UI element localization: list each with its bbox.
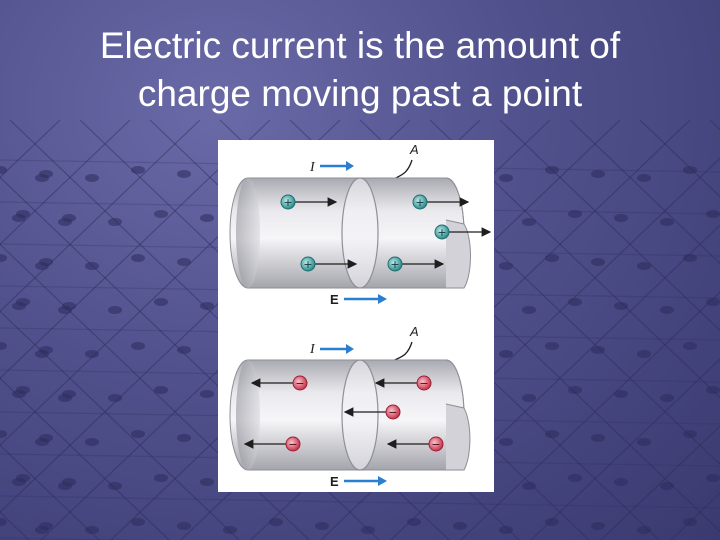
top-current-symbol: I [309,160,316,175]
bottom-panel: I A − [229,324,471,489]
svg-text:−: − [295,377,304,390]
bottom-area-label: A [409,324,419,339]
bottom-cross-section [341,359,379,471]
top-panel: I A + [229,142,492,307]
svg-text:−: − [431,438,440,451]
svg-text:−: − [419,377,428,390]
svg-text:+: + [415,196,424,209]
top-charge-4: + [300,256,358,272]
svg-text:−: − [388,406,397,419]
slide-title: Electric current is the amount of charge… [0,22,720,118]
bottom-wire-left-end [236,360,260,470]
bottom-charges: − − − − [243,375,444,452]
bottom-field-label: E [330,474,387,489]
title-line-1: Electric current is the amount of [99,25,621,66]
svg-text:+: + [437,226,446,239]
current-diagram: I A + [218,140,494,492]
svg-text:+: + [390,258,399,271]
bottom-current-label: I [309,342,354,357]
top-area-label: A [409,142,419,157]
bottom-charge-1: − [250,375,308,391]
top-wire-left-end [236,178,260,288]
bottom-charge-5: − [386,436,444,452]
bottom-current-symbol: I [309,342,316,357]
top-wire-right-end [445,219,472,289]
title-line-2: charge moving past a point [137,73,583,114]
top-cross-section [341,177,379,289]
top-field-arrowhead-icon [378,294,387,304]
top-charge-3: + [434,224,492,240]
bottom-charge-2: − [374,375,432,391]
top-wire [229,177,472,289]
bottom-field-arrowhead-icon [378,476,387,486]
bottom-charge-4: − [243,436,301,452]
top-current-arrowhead-icon [346,161,354,171]
top-field-label: E [330,292,387,307]
top-charge-1: + [280,194,338,210]
svg-text:−: − [288,438,297,451]
bottom-charge-3: − [343,404,401,420]
top-charge-2: + [412,194,470,210]
diagram-svg: I A + [229,142,492,489]
bottom-field-symbol: E [330,474,339,489]
top-charges: + + + + [280,194,492,272]
bottom-wire-right-end [445,403,471,471]
svg-text:+: + [303,258,312,271]
bottom-wire [229,359,471,471]
top-charge-5: + [387,256,445,272]
bottom-current-arrowhead-icon [346,344,354,354]
top-field-symbol: E [330,292,339,307]
svg-text:+: + [283,196,292,209]
top-current-label: I [309,160,354,175]
